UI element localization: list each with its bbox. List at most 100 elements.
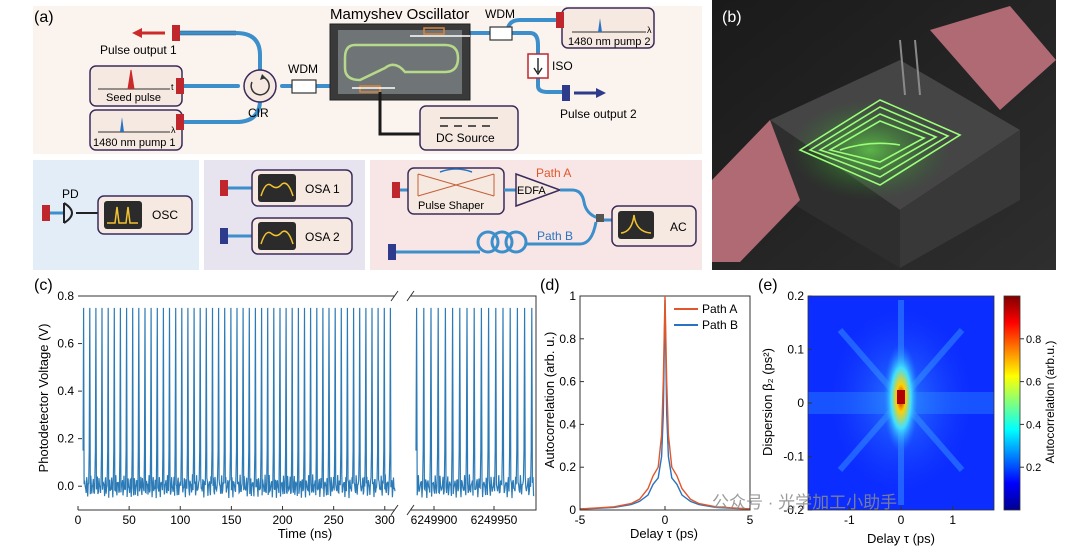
path-a-label: Path A [536, 166, 571, 180]
panel-d-ytick-label: 0.6 [559, 375, 576, 389]
output-1-connector [172, 25, 180, 41]
pump-1-lambda: λ [171, 125, 176, 135]
ac-trace [620, 214, 652, 234]
panel-d-series-path-a [579, 295, 751, 510]
dc-symbol-icon [440, 117, 498, 127]
dc-wire [378, 92, 420, 136]
panel-c-ytick-label: 0.6 [57, 337, 74, 351]
panel-c-trace-2 [415, 307, 535, 499]
panel-d-legend: Path A Path B [674, 302, 738, 332]
panel-d-xlabel: Delay τ (ps) [630, 526, 698, 541]
oscillator-waveguide [343, 43, 460, 82]
path-a-fiber [560, 188, 599, 220]
pd-label: PD [62, 187, 79, 201]
panel-c-ytick-label: 0.0 [57, 479, 74, 493]
panel-c-xtick-label: 50 [122, 513, 136, 527]
osa-2-label: OSA 2 [305, 230, 340, 244]
osc-label: OSC [152, 208, 178, 222]
colorbar-tick-label: 0.4 [1026, 419, 1041, 431]
panel-d-xtick-label: -5 [575, 513, 586, 527]
ac-label: AC [670, 220, 687, 234]
photo-probe [899, 39, 921, 96]
colorbar-ticks: 0.20.40.60.8 [1020, 334, 1041, 474]
osa-1-label: OSA 1 [305, 182, 340, 196]
path-b-connector [388, 244, 396, 260]
panel-d-ytick-label: 0 [569, 503, 576, 517]
wdm-left-label: WDM [288, 62, 318, 76]
panel-c-frame [78, 295, 537, 511]
panel-d-xtick-label: 5 [747, 513, 754, 527]
panel-c-ytick-label: 0.4 [57, 384, 74, 398]
panel-c-ytick-label: 0.8 [57, 289, 74, 303]
output-1-arrowhead [132, 28, 142, 38]
panel-c-xtick-label: 100 [170, 513, 190, 527]
edfa-amplifier [515, 172, 563, 208]
panel-e-ytick-label: -0.1 [783, 450, 804, 464]
photo-mount-right [900, 130, 1020, 268]
panel-c-xtick-label: 200 [273, 513, 293, 527]
colorbar-tick-label: 0.8 [1026, 334, 1041, 346]
pd-icon [63, 202, 73, 224]
panel-c-xtick-label: 250 [324, 513, 344, 527]
photo-pad-right [930, 6, 1056, 110]
panel-c-xtick-label: 150 [221, 513, 241, 527]
heatmap [807, 295, 995, 511]
pump-2-peak [598, 18, 602, 32]
photo-ring-waveguide [798, 99, 962, 186]
panel-c-break-top [390, 290, 415, 302]
panel-c-xtick-label: 6249900 [411, 513, 458, 527]
cir-label: CIR [248, 106, 269, 120]
pump-1-connector [176, 114, 184, 130]
pump-2-connector [556, 12, 564, 28]
panel-a-label: (a) [34, 9, 54, 26]
osc-trace [107, 206, 138, 224]
circulator [243, 69, 277, 103]
photo-glow [790, 100, 950, 200]
panel-d-xtick-label: 0 [662, 513, 669, 527]
panel-e-ytick-label: 0 [797, 396, 804, 410]
panel-d-ylabel: Autocorrelation (arb. u.) [542, 332, 557, 469]
panel-b-photo: (b) [712, 0, 1056, 270]
circulator-arrowhead-icon [260, 74, 266, 80]
edfa-label: EDFA [517, 185, 546, 197]
osa-1-trace [260, 182, 294, 197]
oscillator-inner [338, 30, 462, 94]
panel-c-break-bottom [390, 504, 415, 516]
colorbar [1003, 295, 1021, 511]
pulse-shaper-optics-icon [417, 173, 495, 197]
seed-connector [176, 78, 184, 94]
output-2-connector [562, 85, 570, 101]
pump-2-label: 1480 nm pump 2 [568, 36, 651, 48]
osa-2-trace [260, 230, 294, 245]
legend-path-b: Path B [702, 318, 738, 332]
panel-e-ylabel: Dispersion β₂ (ps²) [760, 348, 775, 456]
dc-source-box [419, 105, 519, 151]
pulse-shaper-label: Pulse Shaper [418, 200, 484, 212]
panel-e-xlabel: Delay τ (ps) [867, 531, 935, 546]
panel-e-xtick-label: 0 [898, 513, 905, 527]
path-b-fiber-out [526, 221, 598, 246]
panel-e-ytick-label: 0.1 [787, 343, 804, 357]
osa-2-connector [220, 228, 228, 244]
panel-e-ytick-label: -0.2 [783, 503, 804, 517]
seed-pulse-peak [127, 69, 135, 90]
panel-c-label: (c) [34, 277, 53, 294]
photo-pad-left [712, 120, 800, 262]
panel-e-xtick-label: 1 [949, 513, 956, 527]
wdm-right [489, 26, 513, 41]
panel-d-ytick-label: 0.8 [559, 332, 576, 346]
wdm-left [291, 79, 317, 94]
fiber-lines [178, 18, 564, 124]
panel-c-xtick-label: 0 [75, 513, 82, 527]
panel-c-xtick-label: 6249950 [471, 513, 518, 527]
legend-path-a: Path A [702, 302, 737, 316]
heatmap-peak [897, 390, 905, 404]
oscillator-heater-top [423, 27, 445, 35]
panel-c-xtick-label: 300 [375, 513, 395, 527]
colorbar-tick-label: 0.2 [1026, 462, 1041, 474]
